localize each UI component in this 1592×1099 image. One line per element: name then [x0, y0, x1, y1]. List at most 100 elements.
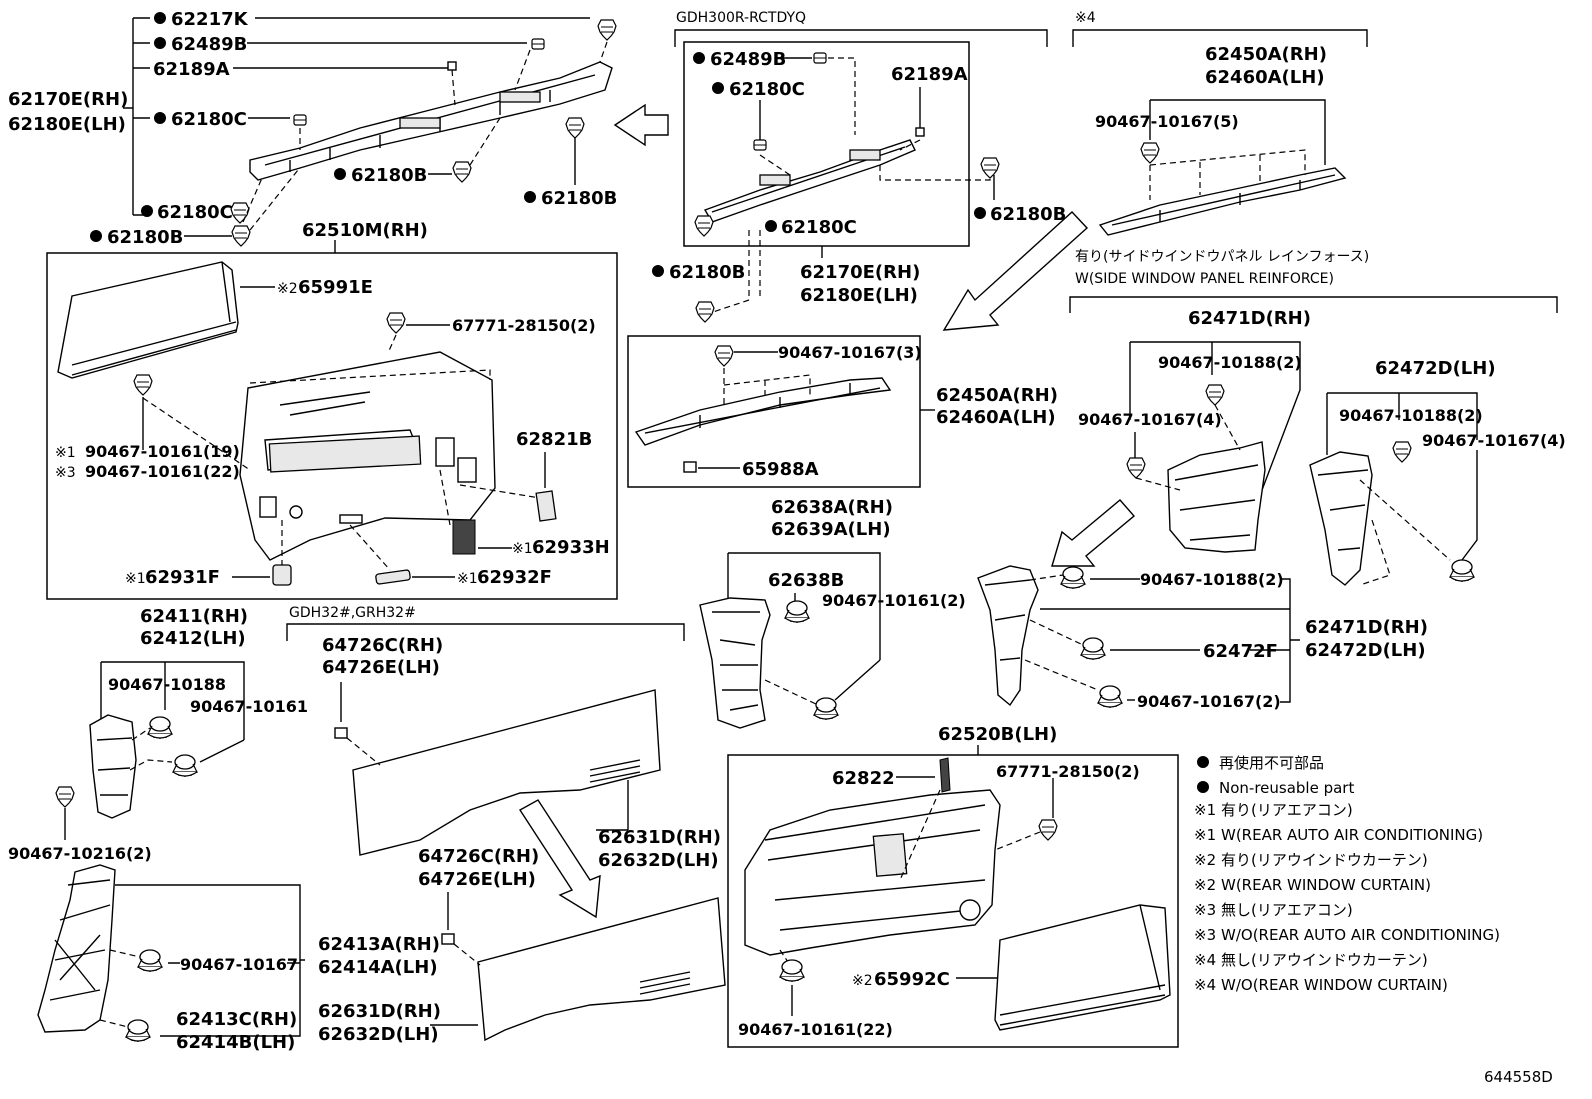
part-62180c-b: 62180C	[157, 202, 233, 223]
lower-trim-62411	[89, 714, 137, 819]
part-62933h: 62933H	[532, 537, 610, 558]
quarter-trim-62472d	[1309, 451, 1373, 586]
direction-arrow-diag	[942, 211, 1089, 331]
part-62412-lh: 62412(LH)	[140, 628, 246, 649]
clip-90467-10167-4-a: 90467-10167(4)	[1078, 410, 1222, 429]
legend-note1-mark-b: ※1	[1194, 826, 1216, 844]
pillar-assembly: 62638A(RH) 62639A(LH) 62638B 90467-10161…	[699, 497, 966, 729]
part-62460a-lh-m: 62460A(LH)	[936, 407, 1056, 428]
part-65991e: 65991E	[298, 277, 373, 298]
note-2-b: ※2	[852, 973, 873, 989]
part-62180b-d: 62180B	[990, 204, 1066, 225]
part-62638b: 62638B	[768, 570, 844, 591]
legend-note4-mark-a: ※4	[1194, 951, 1216, 969]
right-pillar-assembly: 62471D(RH) 90467-10188(2) 90467-10167(4)…	[977, 296, 1566, 711]
clip-90467-10188-2-c: 90467-10188(2)	[1140, 570, 1284, 589]
model-gdh300r: GDH300R-RCTDYQ	[676, 10, 806, 26]
part-62821b: 62821B	[516, 429, 592, 450]
clip-90467-10188-2-a: 90467-10188(2)	[1158, 353, 1302, 372]
part-62931f: 62931F	[145, 567, 220, 588]
window-curtain-65991e	[57, 261, 239, 379]
part-62632d-lh-b: 62632D(LH)	[318, 1024, 439, 1045]
part-64726e-lh-b: 64726E(LH)	[418, 869, 536, 890]
clip-90467-10161-2: 90467-10161(2)	[822, 591, 966, 610]
part-62413a-rh: 62413A(RH)	[318, 934, 440, 955]
note-3-a: ※3	[55, 465, 76, 481]
part-62180c-c: 62180C	[729, 79, 805, 100]
part-62180b-b: 62180B	[541, 188, 617, 209]
part-67771-28150-b: 67771-28150(2)	[996, 762, 1140, 781]
part-62180b-a: 62180B	[351, 165, 427, 186]
part-62489b: 62489B	[171, 34, 247, 55]
part-62489b-c: 62489B	[710, 49, 786, 70]
legend-note2-en: W(REAR WINDOW CURTAIN)	[1221, 876, 1431, 894]
part-62180c-d: 62180C	[781, 217, 857, 238]
part-62414b-lh: 62414B(LH)	[176, 1032, 295, 1053]
diagram-reference-number: 644558D	[1484, 1068, 1553, 1086]
legend-note3-jp: 無し(リアエアコン)	[1221, 901, 1353, 919]
part-62932f: 62932F	[477, 567, 552, 588]
part-62638a-rh: 62638A(RH)	[771, 497, 893, 518]
top-right-assembly: ※4 62450A(RH) 62460A(LH) 90467-10167(5) …	[1072, 10, 1369, 287]
part-62180b-e: 62180B	[669, 262, 745, 283]
legend-note1-jp: 有り(リアエアコン)	[1221, 801, 1353, 819]
clip-90467-10161-a: 90467-10161	[190, 697, 308, 716]
part-62414a-lh: 62414A(LH)	[318, 957, 438, 978]
legend-note3-en: W/O(REAR AUTO AIR CONDITIONING)	[1221, 926, 1500, 944]
part-62460a-lh-tr: 62460A(LH)	[1205, 67, 1325, 88]
lower-left-assembly: 62411(RH) 62412(LH) 90467-10188 90467-10…	[8, 606, 440, 1053]
legend-note2-mark-a: ※2	[1194, 851, 1216, 869]
legend-note3-mark-a: ※3	[1194, 901, 1216, 919]
legend-note2-mark-b: ※2	[1194, 876, 1216, 894]
clip-90467-10161-19: 90467-10161(19)	[85, 442, 240, 461]
clip-90467-10167-5: 90467-10167(5)	[1095, 112, 1239, 131]
note-1-d: ※1	[457, 571, 478, 587]
vent-grill-a	[589, 759, 641, 783]
note-1-b: ※1	[512, 541, 533, 557]
quarter-trim-62471d	[1167, 441, 1266, 553]
legend-note4-jp: 無し(リアウインドウカーテン)	[1221, 951, 1428, 969]
vent-grill-b	[639, 971, 691, 995]
part-65988a: 65988A	[742, 459, 819, 480]
part-62510m-rh: 62510M(RH)	[302, 220, 428, 241]
left-box-assembly: 62510M(RH) ※2 65991E 67771-28150(2) ※1 9…	[46, 220, 618, 600]
part-62520b-lh: 62520B(LH)	[938, 724, 1057, 745]
part-62180e-lh-c: 62180E(LH)	[800, 285, 918, 306]
cond-side-window-jp: 有り(サイドウインドウパネル レインフォース)	[1075, 249, 1369, 265]
part-62189a-c: 62189A	[891, 64, 968, 85]
part-62450a-rh-tr: 62450A(RH)	[1205, 44, 1327, 65]
part-62631d-rh-a: 62631D(RH)	[598, 827, 721, 848]
legend-nonreusable-jp: 再使用不可部品	[1219, 754, 1324, 772]
clip-90467-10188-2-b: 90467-10188(2)	[1339, 406, 1483, 425]
center-trim-rail	[703, 139, 916, 223]
part-62170e-rh: 62170E(RH)	[8, 89, 128, 110]
mid-lower-assembly: GDH32#,GRH32# 64726C(RH) 64726E(LH) 6263…	[286, 605, 726, 1045]
clip-90467-10188-a: 90467-10188	[108, 675, 226, 694]
clip-90467-10167-a: 90467-10167	[180, 955, 298, 974]
legend-note4-en: W/O(REAR WINDOW CURTAIN)	[1221, 976, 1448, 994]
part-62632d-lh-a: 62632D(LH)	[598, 850, 719, 871]
direction-arrow-left	[613, 103, 669, 147]
legend-note3-mark-b: ※3	[1194, 926, 1216, 944]
clip-90467-10167-3: 90467-10167(3)	[778, 343, 922, 362]
pillar-trim-62638a	[699, 597, 771, 729]
top-center-assembly: GDH300R-RCTDYQ 62489B 62180C 62189A 6218…	[652, 10, 1089, 331]
bottom-right-box-assembly: 62520B(LH) 62822 67771-28150(2) ※2 65992…	[727, 724, 1179, 1048]
note-1-a: ※1	[55, 445, 76, 461]
part-62472d-lh-top: 62472D(LH)	[1375, 358, 1496, 379]
legend-note4-mark-b: ※4	[1194, 976, 1216, 994]
legend-note1-mark-a: ※1	[1194, 801, 1216, 819]
reinforce-rail	[1098, 167, 1347, 236]
part-64726e-lh-a: 64726E(LH)	[322, 657, 440, 678]
part-62217k: 62217K	[171, 9, 249, 30]
model-gdh32: GDH32#,GRH32#	[289, 605, 416, 621]
clip-90467-10167-4-b: 90467-10167(4)	[1422, 431, 1566, 450]
note-4-header: ※4	[1075, 10, 1096, 26]
part-67771-28150-a: 67771-28150(2)	[452, 316, 596, 335]
part-62822: 62822	[832, 768, 895, 789]
part-62471d-rh: 62471D(RH)	[1305, 617, 1428, 638]
direction-arrow-down	[519, 799, 601, 919]
part-62450a-rh-m: 62450A(RH)	[936, 385, 1058, 406]
rail-62450a	[634, 377, 892, 446]
legend: 再使用不可部品 Non-reusable part ※1 有り(リアエアコン) …	[1194, 754, 1500, 994]
